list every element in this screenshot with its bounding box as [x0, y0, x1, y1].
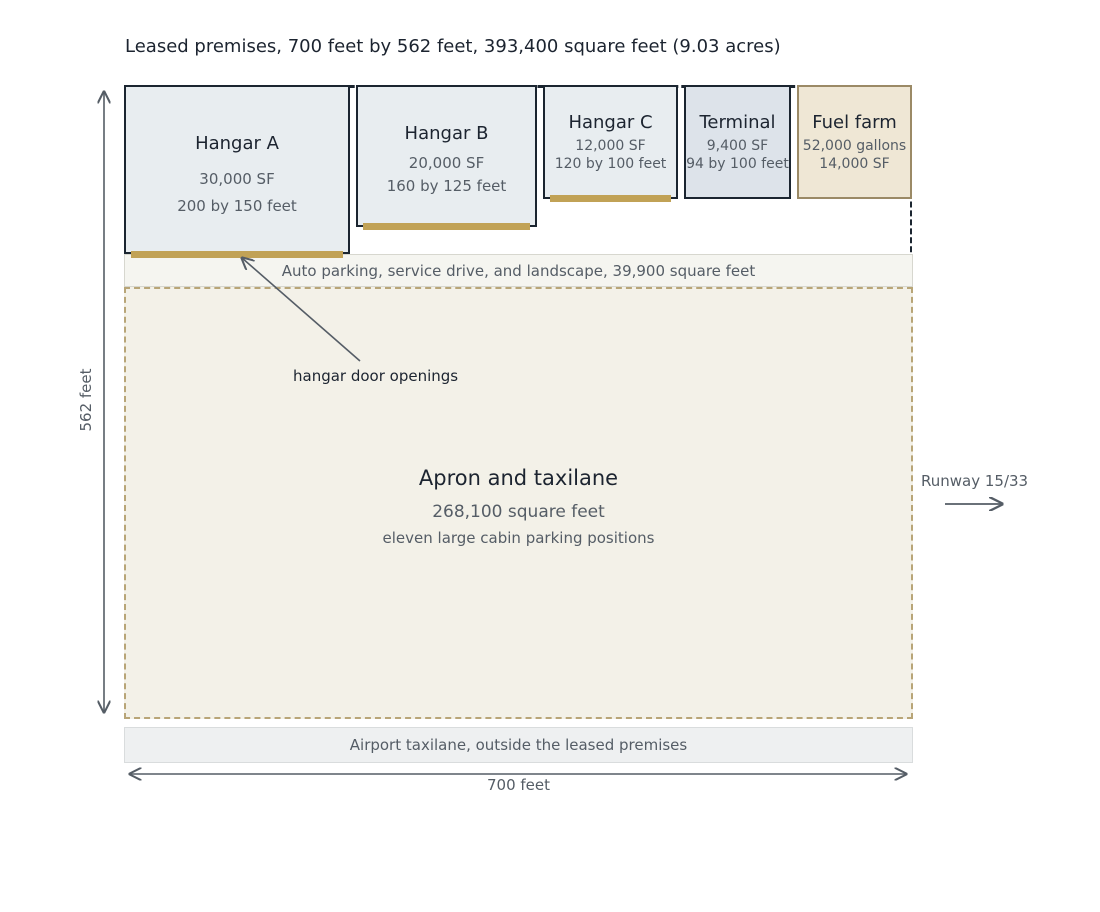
fuel-farm: [797, 85, 912, 199]
parking-strip: [124, 254, 913, 287]
callout-arrow: [242, 258, 361, 362]
hangar-c-area: 12,000 SF: [575, 138, 646, 154]
airport-taxilane-label: Airport taxilane, outside the leased pre…: [349, 736, 688, 754]
hangar-c-door: [550, 195, 671, 202]
open-area: [792, 199, 910, 253]
hangar-a-dimensions: 200 by 150 feet: [177, 197, 297, 215]
apron-area-label: 268,100 square feet: [432, 502, 605, 522]
hangar-b-dimensions: 160 by 125 feet: [386, 177, 507, 195]
runway-label: Runway 15/33: [921, 472, 1029, 490]
hangar-b-door: [363, 223, 530, 230]
airport-taxilane: [124, 727, 913, 763]
hangar-b-area: 20,000 SF: [408, 154, 485, 172]
callout-label: hangar door openings: [293, 367, 459, 385]
hangar-b-name: Hangar B: [404, 123, 489, 144]
hangar-c-name: Hangar C: [568, 112, 653, 133]
hangar-a-area: 30,000 SF: [199, 170, 275, 188]
terminal-building: [684, 85, 791, 199]
fuel-farm-area: 14,000 SF: [819, 156, 890, 172]
parking-label: Auto parking, service drive, and landsca…: [281, 262, 756, 280]
hangar-a-name: Hangar A: [195, 133, 279, 154]
terminal-area: 9,400 SF: [706, 138, 769, 154]
hangar-c-dimensions: 120 by 100 feet: [554, 156, 667, 172]
hangar-a-door: [131, 251, 343, 258]
fuel-farm-name: Fuel farm: [812, 112, 897, 133]
apron-name: Apron and taxilane: [418, 466, 619, 490]
page-title: Leased premises, 700 feet by 562 feet, 3…: [125, 36, 781, 57]
fuel-farm-capacity: 52,000 gallons: [802, 138, 907, 154]
terminal-dimensions: 94 by 100 feet: [686, 156, 789, 172]
width-label: 700 feet: [486, 776, 551, 794]
apron-area: [124, 287, 913, 719]
hangar-b: [356, 85, 537, 227]
height-label: 562 feet: [77, 368, 95, 432]
terminal-name: Terminal: [699, 112, 776, 133]
hangar-a: [124, 85, 350, 254]
apron-detail: eleven large cabin parking positions: [382, 529, 655, 547]
